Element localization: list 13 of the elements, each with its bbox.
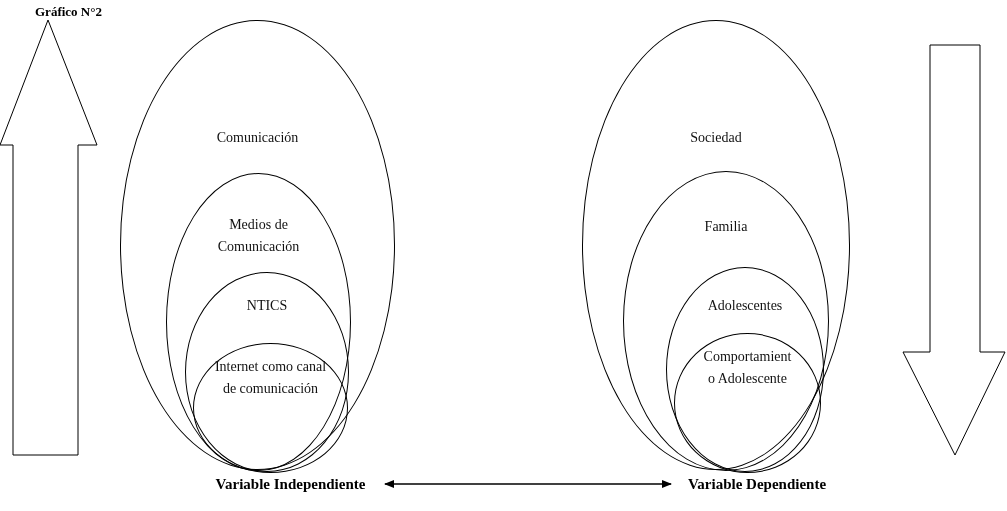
variable-label: Variable Dependiente xyxy=(673,474,841,494)
ellipse-label: Familia xyxy=(703,218,749,236)
ellipse-label: Sociedad xyxy=(689,129,743,147)
ellipse-label: Adolescentes xyxy=(706,297,784,315)
diagram-title: Gráfico N°2 xyxy=(35,4,102,20)
double-arrow xyxy=(384,480,672,488)
ellipse-label: Medios de Comunicación xyxy=(216,216,301,256)
ellipse xyxy=(666,267,824,472)
ellipse-label: Comunicación xyxy=(215,129,300,147)
variable-label: Variable Independiente xyxy=(198,474,383,494)
ellipse-label: Comportamiento Adolescente xyxy=(702,348,793,388)
ellipse-label: Internet como canal de comunicación xyxy=(213,358,328,398)
ellipse-label: NTICS xyxy=(245,297,289,315)
